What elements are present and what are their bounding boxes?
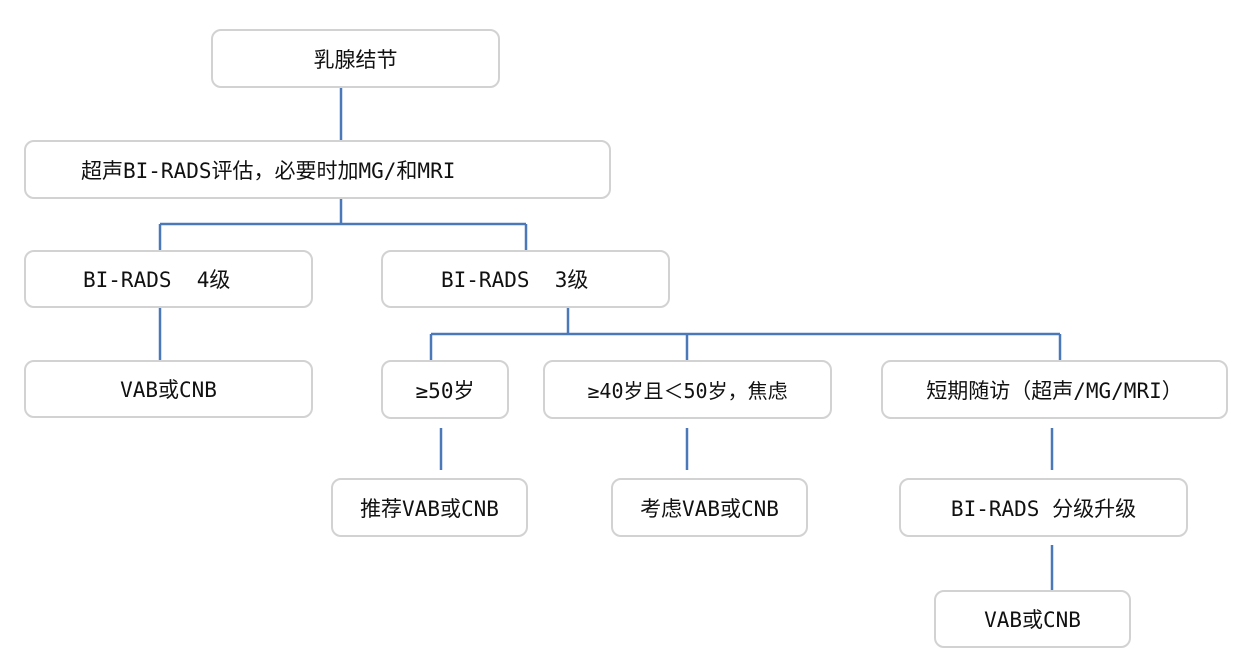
node-birads-upgrade: BI-RADS 分级升级 <box>899 478 1188 537</box>
node-age-40-50-anxiety: ≥40岁且＜50岁，焦虑 <box>543 360 832 419</box>
node-birads3-label: BI-RADS 3级 <box>441 268 589 292</box>
node-root: 乳腺结节 <box>211 29 500 88</box>
node-assessment-label: 超声BI-RADS评估，必要时加MG/和MRI <box>81 158 456 183</box>
node-upgrade-action-label: VAB或CNB <box>984 608 1081 632</box>
node-recommend-vab-cnb: 推荐VAB或CNB <box>331 478 528 537</box>
node-short-followup: 短期随访（超声/MG/MRI） <box>881 360 1228 419</box>
node-birads4: BI-RADS 4级 <box>24 250 313 308</box>
node-consider-vab-cnb: 考虑VAB或CNB <box>611 478 808 537</box>
node-age-50-plus-label: ≥50岁 <box>415 378 475 403</box>
node-birads4-action: VAB或CNB <box>24 360 313 418</box>
node-birads3: BI-RADS 3级 <box>381 250 670 308</box>
node-assessment: 超声BI-RADS评估，必要时加MG/和MRI <box>24 140 611 199</box>
node-root-label: 乳腺结节 <box>313 47 398 72</box>
node-birads4-action-label: VAB或CNB <box>120 378 217 402</box>
node-age-40-50-anxiety-label: ≥40岁且＜50岁，焦虑 <box>587 379 788 403</box>
node-recommend-vab-cnb-label: 推荐VAB或CNB <box>360 496 499 521</box>
node-upgrade-action: VAB或CNB <box>934 590 1131 648</box>
node-consider-vab-cnb-label: 考虑VAB或CNB <box>640 496 779 521</box>
node-age-50-plus: ≥50岁 <box>381 360 509 419</box>
node-birads4-label: BI-RADS 4级 <box>83 268 231 292</box>
node-short-followup-label: 短期随访（超声/MG/MRI） <box>926 378 1183 403</box>
node-birads-upgrade-label: BI-RADS 分级升级 <box>950 496 1137 521</box>
